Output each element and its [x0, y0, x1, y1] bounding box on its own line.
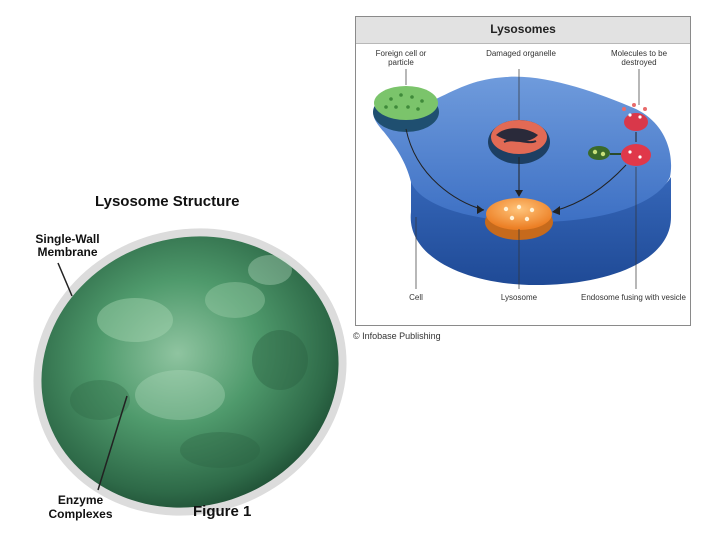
foreign-cell-label: Foreign cell or particle — [375, 49, 427, 67]
lysosomes-title: Lysosomes — [490, 22, 556, 36]
cell-label: Cell — [409, 293, 423, 302]
arrow-heads — [477, 190, 560, 215]
endosome-label: Endosome fusing with vesicle — [581, 293, 686, 302]
damaged-organelle — [488, 120, 550, 164]
leader-lines — [405, 69, 640, 289]
lysosomes-diagram — [373, 69, 672, 289]
panel-header: Lysosomes — [356, 17, 690, 44]
membrane-pointer-line — [57, 262, 73, 297]
lysosome-structure-title: Lysosome Structure — [95, 193, 240, 210]
pathway-arrows — [405, 128, 637, 212]
central-lysosome — [485, 198, 553, 240]
enzyme-pointer-line — [97, 395, 128, 491]
lysosome-label: Lysosome — [500, 293, 538, 302]
single-wall-membrane-label: Single-Wall Membrane — [35, 232, 100, 259]
lysosome-structure-illustration — [33, 228, 347, 516]
copyright-text: © Infobase Publishing — [353, 331, 441, 341]
foreign-particle — [373, 86, 439, 132]
endosome-vesicle — [588, 103, 651, 166]
lysosomes-diagram-panel: Lysosomes Foreign cell or particle Damag… — [355, 16, 691, 326]
molecules-label: Molecules to be destroyed — [610, 49, 668, 67]
figure-label: Figure 1 — [193, 503, 252, 520]
damaged-organelle-label: Damaged organelle — [486, 49, 556, 58]
enzyme-complexes-label: Enzyme Complexes — [48, 493, 113, 521]
